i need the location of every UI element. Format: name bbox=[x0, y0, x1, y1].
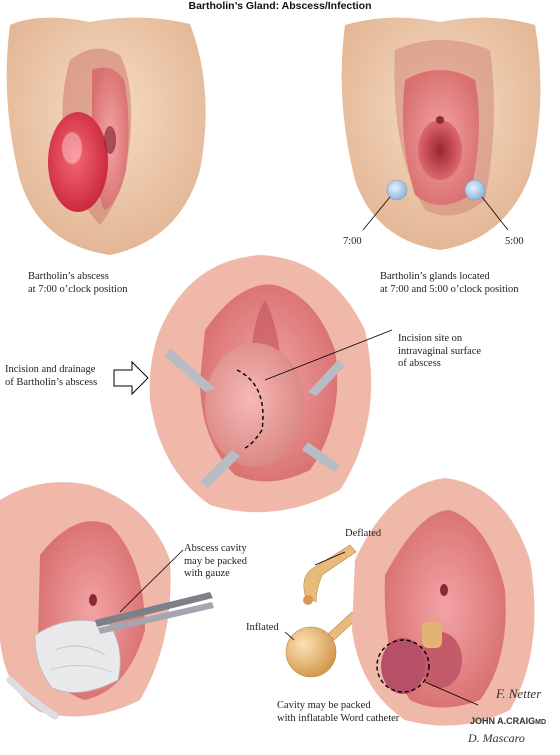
label-incision-site: Incision site on intravaginal surface of… bbox=[398, 333, 481, 371]
caption-abscess: Bartholin’s abscess at 7:00 o’clock posi… bbox=[28, 271, 127, 296]
panel-gauze bbox=[0, 482, 214, 720]
label-incision-site-line-1: Incision site on bbox=[398, 333, 463, 344]
label-word-catheter-line-2: with inflatable Word catheter bbox=[277, 712, 400, 724]
gland-7-oclock bbox=[386, 179, 408, 201]
signature-netter: F. Netter bbox=[496, 686, 542, 701]
panel-incision bbox=[113, 255, 393, 513]
incision-dashed-line bbox=[236, 369, 264, 449]
gauze-packing bbox=[34, 619, 121, 693]
label-incision-drainage-line-2: of Bartholin’s abscess bbox=[5, 376, 98, 388]
abscess-exposed bbox=[205, 343, 305, 467]
label-word-catheter: Cavity may be packed with inflatable Wor… bbox=[277, 700, 399, 725]
label-incision-drainage: Incision and drainage of Bartholin’s abs… bbox=[5, 364, 97, 389]
panel-word-catheter bbox=[352, 478, 535, 726]
label-word-catheter-line-1: Cavity may be packed bbox=[277, 700, 371, 711]
urethra bbox=[436, 116, 444, 124]
retractor-upper-left bbox=[165, 348, 215, 392]
leader-inflated bbox=[284, 631, 295, 641]
label-incision-site-line-3: of abscess bbox=[398, 358, 441, 369]
panel-abscess bbox=[6, 17, 206, 256]
label-incision-site-line-2: intravaginal surface bbox=[398, 345, 482, 357]
vaginal-opening-2 bbox=[418, 120, 462, 180]
leader-5 bbox=[481, 196, 509, 231]
gland-5-oclock bbox=[464, 179, 486, 201]
label-gauze-line-2: may be packed bbox=[184, 555, 247, 567]
urethra-5 bbox=[440, 584, 448, 596]
panel-glands bbox=[341, 17, 541, 250]
caption-abscess-line-1: Bartholin’s abscess bbox=[28, 271, 109, 282]
caption-glands: Bartholin’s glands located at 7:00 and 5… bbox=[380, 271, 519, 296]
gauze-strip bbox=[6, 676, 59, 720]
page-title: Bartholin’s Gland: Abscess/Infection bbox=[188, 0, 372, 12]
retractor-lower-right bbox=[302, 442, 340, 472]
forceps-lower-jaw bbox=[98, 602, 214, 634]
cavity-dashed-circle bbox=[376, 639, 430, 693]
forceps-upper-jaw bbox=[95, 592, 213, 627]
label-inflated: Inflated bbox=[246, 622, 279, 633]
catheter-in-cavity bbox=[422, 622, 442, 648]
gauze-texture bbox=[49, 645, 113, 673]
leader-7 bbox=[362, 196, 391, 231]
leader-catheter bbox=[424, 681, 479, 706]
label-incision-drainage-line-1: Incision and drainage bbox=[5, 364, 96, 375]
signature-craig: JOHN A.CRAIGMD bbox=[470, 716, 546, 726]
clock-label-left: 7:00 bbox=[343, 236, 362, 247]
label-gauze-line-1: Abscess cavity bbox=[184, 543, 247, 554]
signature-mascaro: D. Mascaro bbox=[468, 731, 525, 745]
urethra-4 bbox=[89, 594, 97, 606]
catheter-deflated-tip bbox=[303, 595, 313, 605]
abscess-highlight bbox=[62, 132, 82, 164]
catheter-deflated bbox=[303, 544, 357, 603]
catheter-inflated-balloon bbox=[285, 626, 337, 678]
cavity-left bbox=[381, 638, 425, 694]
caption-glands-line-2: at 7:00 and 5:00 o’clock position bbox=[380, 283, 519, 295]
caption-glands-line-1: Bartholin’s glands located bbox=[380, 271, 490, 282]
vaginal-opening bbox=[104, 126, 116, 154]
retractor-lower-left bbox=[200, 450, 240, 488]
signature-craig-suffix: MD bbox=[535, 719, 547, 726]
label-deflated: Deflated bbox=[345, 528, 382, 539]
label-gauze: Abscess cavity may be packed with gauze bbox=[184, 543, 247, 581]
clock-label-right: 5:00 bbox=[505, 236, 524, 247]
label-gauze-line-3: with gauze bbox=[184, 568, 230, 579]
leader-deflated bbox=[314, 551, 346, 566]
retractor-upper-right bbox=[308, 360, 345, 396]
abscess-swelling bbox=[48, 112, 108, 212]
panel-catheter-devices bbox=[284, 544, 359, 678]
leader-incision-site bbox=[264, 329, 393, 381]
signature-craig-name: JOHN A.CRAIG bbox=[470, 716, 536, 726]
leader-gauze bbox=[119, 549, 184, 613]
caption-abscess-line-2: at 7:00 o’clock position bbox=[28, 283, 128, 295]
incision-arrow bbox=[113, 360, 149, 396]
